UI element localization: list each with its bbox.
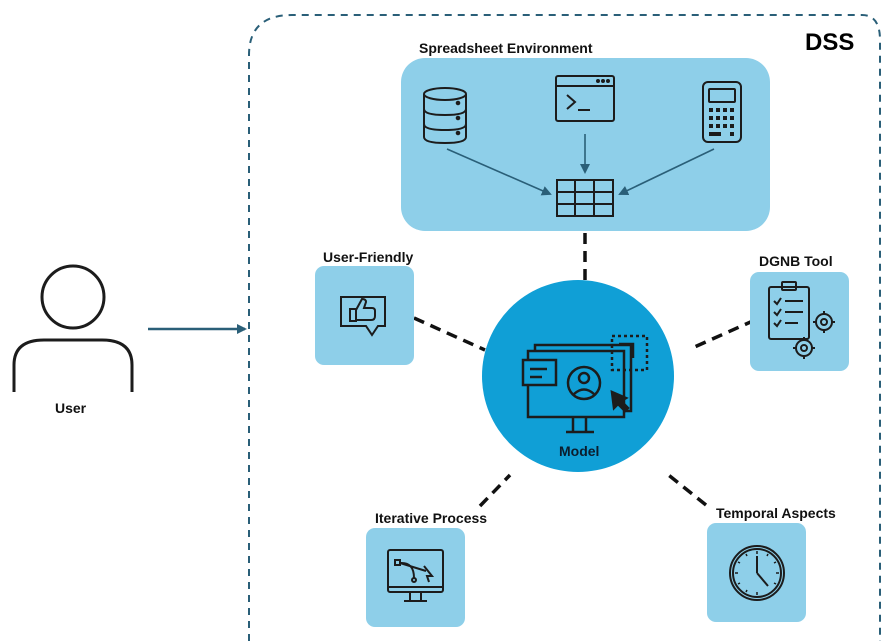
monitor-user-icon	[521, 334, 649, 434]
user-friendly-box	[315, 266, 414, 365]
monitor-curve-icon	[387, 549, 444, 602]
user-friendly-label: User-Friendly	[323, 249, 414, 265]
spreadsheet-grid-icon	[556, 179, 614, 217]
clock-icon	[729, 545, 785, 601]
user-label: User	[55, 400, 87, 416]
database-icon	[423, 87, 467, 145]
temporal-aspects-label: Temporal Aspects	[716, 505, 836, 521]
iterative-process-label: Iterative Process	[375, 510, 488, 526]
spreadsheet-arrows	[446, 134, 715, 196]
model-label: Model	[559, 443, 600, 459]
dss-label: DSS	[805, 29, 855, 56]
spreadsheet-environment-title: Spreadsheet Environment	[419, 40, 593, 56]
checklist-gears-icon	[768, 281, 835, 359]
model-connectors	[413, 233, 756, 508]
dss-boundary	[248, 14, 881, 641]
dgnb-tool-label: DGNB Tool	[759, 253, 833, 269]
calculator-icon	[702, 81, 742, 143]
user-icon	[12, 264, 134, 392]
terminal-icon	[555, 75, 615, 122]
thumbs-up-icon	[340, 296, 386, 337]
dgnb-tool-box	[750, 272, 849, 371]
